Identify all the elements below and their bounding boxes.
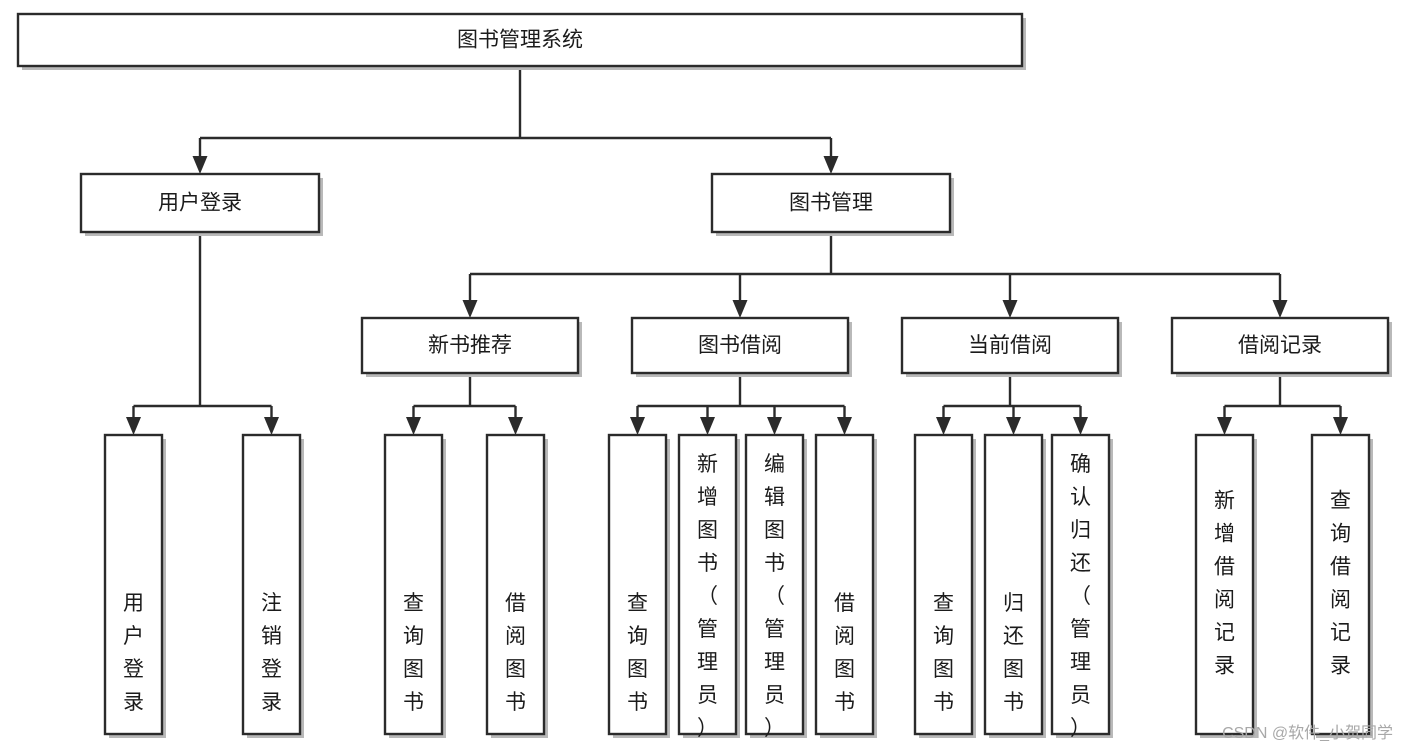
node-box[interactable] bbox=[16, 12, 1024, 68]
node-label: 当前借阅 bbox=[968, 334, 1052, 357]
node-label: 查询图书 bbox=[627, 592, 648, 714]
node-label: 归还图书 bbox=[1003, 592, 1024, 714]
arrow-head-icon bbox=[823, 156, 839, 174]
arrow-head-icon bbox=[126, 417, 141, 435]
node-label: 新书推荐 bbox=[428, 334, 512, 357]
connector-group-current-borrow bbox=[936, 373, 1088, 435]
node-label: 借阅图书 bbox=[505, 592, 526, 714]
arrow-head-icon bbox=[462, 300, 478, 318]
arrow-head-icon bbox=[630, 417, 645, 435]
node-box[interactable] bbox=[485, 433, 546, 736]
arrow-head-icon bbox=[1333, 417, 1348, 435]
node-current-borrow[interactable]: 当前借阅 bbox=[900, 316, 1122, 377]
node-box[interactable] bbox=[814, 433, 875, 736]
arrow-head-icon bbox=[767, 417, 782, 435]
node-leaf-query-book-3[interactable]: 查询图书 bbox=[913, 433, 976, 738]
arrow-head-icon bbox=[1217, 417, 1232, 435]
node-label: 图书管理系统 bbox=[457, 29, 583, 52]
node-box[interactable] bbox=[983, 433, 1044, 736]
node-label: 借阅图书 bbox=[834, 592, 855, 714]
node-box[interactable] bbox=[1194, 433, 1255, 736]
node-leaf-query-book-1[interactable]: 查询图书 bbox=[383, 433, 446, 738]
node-label: 查询图书 bbox=[933, 592, 954, 714]
arrow-head-icon bbox=[732, 300, 748, 318]
node-leaf-add-book[interactable]: 新增图书（管理员） bbox=[677, 433, 740, 740]
arrow-head-icon bbox=[1073, 417, 1088, 435]
connector-group-book-borrow bbox=[630, 373, 852, 435]
node-label: 图书管理 bbox=[789, 192, 873, 215]
node-box[interactable] bbox=[241, 433, 302, 736]
node-layer: 图书管理系统用户登录图书管理新书推荐图书借阅当前借阅借阅记录用户登录注销登录查询… bbox=[16, 12, 1392, 740]
connector-group-borrow-record bbox=[1217, 373, 1348, 435]
node-label: 借阅记录 bbox=[1238, 334, 1322, 357]
node-box[interactable] bbox=[710, 172, 952, 234]
node-label: 确认归还（管理员） bbox=[1070, 453, 1091, 740]
arrow-head-icon bbox=[192, 156, 208, 174]
node-book-borrow[interactable]: 图书借阅 bbox=[630, 316, 852, 377]
arrow-head-icon bbox=[1272, 300, 1288, 318]
node-leaf-query-record[interactable]: 查询借阅记录 bbox=[1310, 433, 1373, 738]
arrow-head-icon bbox=[1002, 300, 1018, 318]
connector-group-new-book-rec bbox=[406, 373, 523, 435]
node-box[interactable] bbox=[360, 316, 580, 375]
arrow-head-icon bbox=[264, 417, 279, 435]
node-box[interactable] bbox=[900, 316, 1120, 375]
node-book-manage[interactable]: 图书管理 bbox=[710, 172, 954, 236]
arrow-head-icon bbox=[508, 417, 523, 435]
node-user-login[interactable]: 用户登录 bbox=[79, 172, 323, 236]
connector-layer bbox=[126, 66, 1348, 435]
node-box[interactable] bbox=[913, 433, 974, 736]
node-leaf-add-record[interactable]: 新增借阅记录 bbox=[1194, 433, 1257, 738]
node-box[interactable] bbox=[79, 172, 321, 234]
node-box[interactable] bbox=[630, 316, 850, 375]
arrow-head-icon bbox=[1006, 417, 1021, 435]
node-label: 用户登录 bbox=[158, 192, 242, 215]
connector-group-book-manage bbox=[462, 232, 1288, 318]
node-leaf-borrow-book-1[interactable]: 借阅图书 bbox=[485, 433, 548, 738]
node-leaf-return-book[interactable]: 归还图书 bbox=[983, 433, 1046, 738]
connector-group-root bbox=[192, 66, 839, 174]
arrow-head-icon bbox=[700, 417, 715, 435]
node-leaf-query-book-2[interactable]: 查询图书 bbox=[607, 433, 670, 738]
node-label: 新增借阅记录 bbox=[1214, 490, 1235, 678]
node-box[interactable] bbox=[677, 433, 738, 736]
node-box[interactable] bbox=[103, 433, 164, 736]
node-label: 注销登录 bbox=[261, 592, 282, 714]
node-box[interactable] bbox=[607, 433, 668, 736]
arrow-head-icon bbox=[406, 417, 421, 435]
node-label: 图书借阅 bbox=[698, 334, 782, 357]
node-box[interactable] bbox=[1050, 433, 1111, 736]
node-box[interactable] bbox=[744, 433, 805, 736]
node-borrow-record[interactable]: 借阅记录 bbox=[1170, 316, 1392, 377]
node-box[interactable] bbox=[1310, 433, 1371, 736]
node-label: 编辑图书（管理员） bbox=[764, 453, 785, 740]
node-label: 查询借阅记录 bbox=[1330, 490, 1351, 678]
arrow-head-icon bbox=[837, 417, 852, 435]
node-root[interactable]: 图书管理系统 bbox=[16, 12, 1026, 70]
node-leaf-edit-book[interactable]: 编辑图书（管理员） bbox=[744, 433, 807, 740]
node-label: 新增图书（管理员） bbox=[697, 453, 718, 740]
node-leaf-confirm-return[interactable]: 确认归还（管理员） bbox=[1050, 433, 1113, 740]
node-box[interactable] bbox=[383, 433, 444, 736]
csdn-watermark: CSDN @软件_小贺同学 bbox=[1222, 725, 1393, 742]
connector-group-user-login bbox=[126, 232, 279, 435]
arrow-head-icon bbox=[936, 417, 951, 435]
node-leaf-logout[interactable]: 注销登录 bbox=[241, 433, 304, 738]
node-label: 用户登录 bbox=[123, 592, 144, 714]
node-leaf-borrow-book-2[interactable]: 借阅图书 bbox=[814, 433, 877, 738]
node-label: 查询图书 bbox=[403, 592, 424, 714]
node-box[interactable] bbox=[1170, 316, 1390, 375]
node-new-book-rec[interactable]: 新书推荐 bbox=[360, 316, 582, 377]
node-leaf-user-login[interactable]: 用户登录 bbox=[103, 433, 166, 738]
